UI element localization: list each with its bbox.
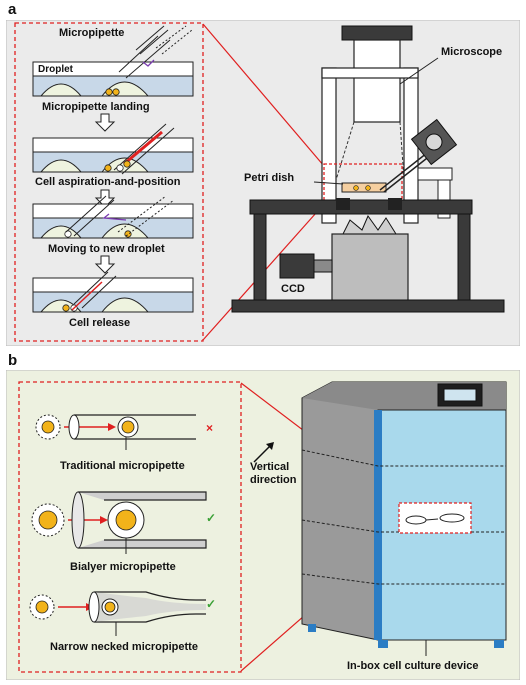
panel-a-figure <box>5 19 521 347</box>
microscope-label: Microscope <box>441 46 503 58</box>
micropipette-box <box>18 381 242 673</box>
microscope-system <box>231 25 505 313</box>
step-arrow-1 <box>94 113 116 132</box>
step-label-2: Cell aspiration-and-position <box>35 176 181 188</box>
vertical-direction-label: Vertical direction <box>250 461 296 487</box>
step-1-diagram <box>32 25 194 97</box>
panel-a-letter: a <box>8 1 17 18</box>
process-box <box>14 22 204 342</box>
step-4-diagram <box>32 271 194 313</box>
step-3-diagram <box>32 195 194 239</box>
traditional-micropipette-diagram: × <box>35 414 213 440</box>
step-label-1: Micropipette landing <box>42 101 150 113</box>
pipette-label-1: Traditional micropipette <box>60 460 185 472</box>
panel-b-figure: × ✓ ✓ <box>5 369 521 681</box>
step-label-4: Cell release <box>69 317 131 329</box>
vertical-direction-line-2: direction <box>250 474 297 486</box>
droplet-label: Droplet <box>38 64 73 75</box>
narrow-necked-micropipette-diagram: ✓ <box>29 591 216 623</box>
step-arrow-2 <box>94 189 116 208</box>
incubator-cabinet <box>301 381 507 656</box>
mark-1: × <box>206 421 213 435</box>
panel-a <box>5 19 521 347</box>
petri-dish-label: Petri dish <box>244 172 295 184</box>
mark-3: ✓ <box>206 597 216 611</box>
mark-2: ✓ <box>206 511 216 525</box>
pipette-label-2: Bialyer micropipette <box>70 561 176 573</box>
panel-b: × ✓ ✓ <box>5 369 521 681</box>
step-arrow-3 <box>94 255 116 274</box>
micropipette-label: Micropipette <box>59 27 125 39</box>
connector-line-top <box>202 23 325 167</box>
bialyer-micropipette-diagram: ✓ <box>31 491 216 549</box>
pipette-label-3: Narrow necked micropipette <box>50 641 198 653</box>
device-label: In-box cell culture device <box>347 660 479 672</box>
ccd-label: CCD <box>281 283 305 295</box>
vertical-direction-line-1: Vertical <box>250 461 290 473</box>
step-2-diagram <box>32 123 194 175</box>
step-label-3: Moving to new droplet <box>48 243 165 255</box>
panel-b-letter: b <box>8 352 18 369</box>
